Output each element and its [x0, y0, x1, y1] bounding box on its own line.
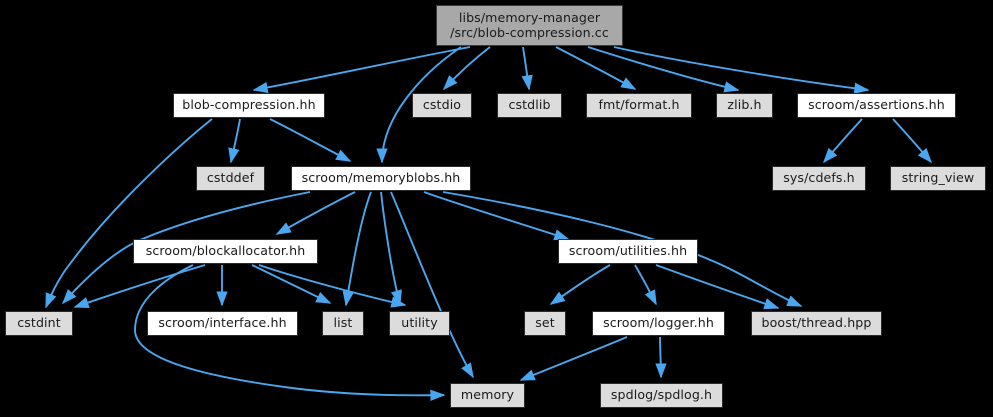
node-label-cstdlib: cstdlib — [508, 97, 551, 113]
edge-root-to-assertions — [613, 46, 870, 94]
edge-memoryblobs-to-blockallocator — [275, 191, 356, 235]
node-label-stringview: string_view — [901, 170, 975, 186]
node-list[interactable]: list — [322, 311, 364, 336]
edge-blockallocator-to-memory — [134, 264, 446, 402]
edge-blobcompression-to-cstdint — [45, 118, 213, 309]
edge-root-to-cstdlib — [521, 46, 533, 91]
edge-logger-to-spdlog — [655, 336, 667, 379]
node-label-set: set — [535, 315, 555, 331]
node-utilities[interactable]: scroom/utilities.hh — [558, 239, 698, 264]
edge-logger-to-memory — [519, 336, 628, 381]
edge-root-to-memoryblobs — [376, 46, 462, 164]
edge-blockallocator-to-list — [251, 264, 332, 304]
node-label-cstdio: cstdio — [422, 97, 462, 113]
node-interface[interactable]: scroom/interface.hh — [147, 311, 298, 336]
node-label-memoryblobs: scroom/memoryblobs.hh — [301, 170, 461, 186]
edge-utilities-to-logger — [634, 264, 657, 306]
node-label-boostthread: boost/thread.hpp — [761, 315, 872, 331]
edge-blockallocator-to-utility — [258, 264, 407, 308]
node-label-spdlog: spdlog/spdlog.h — [610, 387, 713, 403]
edge-assertions-to-syscdefs — [823, 118, 863, 164]
node-label-cstddef: cstddef — [206, 170, 255, 186]
node-zlib[interactable]: zlib.h — [716, 93, 773, 118]
edge-utilities-to-boostthread — [655, 264, 780, 310]
node-syscdefs[interactable]: sys/cdefs.h — [772, 166, 866, 191]
node-memory[interactable]: memory — [450, 383, 525, 408]
node-blobcompression[interactable]: blob-compression.hh — [173, 93, 325, 118]
edge-blobcompression-to-memoryblobs — [269, 118, 352, 162]
edge-memoryblobs-to-memory — [390, 191, 474, 379]
node-cstdio[interactable]: cstdio — [412, 93, 472, 118]
node-label-blobcompression: blob-compression.hh — [182, 97, 316, 113]
edge-blobcompression-to-cstddef — [228, 118, 241, 164]
node-logger[interactable]: scroom/logger.hh — [592, 311, 725, 336]
node-label-zlib: zlib.h — [727, 97, 762, 113]
node-blockallocator[interactable]: scroom/blockallocator.hh — [133, 239, 318, 264]
node-boostthread[interactable]: boost/thread.hpp — [751, 311, 882, 336]
node-spdlog[interactable]: spdlog/spdlog.h — [600, 383, 723, 408]
node-cstdint[interactable]: cstdint — [5, 311, 73, 336]
edge-root-to-zlib — [587, 46, 740, 93]
edge-memoryblobs-to-list — [342, 191, 372, 307]
edge-assertions-to-stringview — [892, 118, 932, 164]
edge-blockallocator-to-cstdint — [73, 264, 206, 308]
node-fmtformat[interactable]: fmt/format.h — [586, 93, 692, 118]
edge-memoryblobs-to-utilities — [423, 191, 570, 241]
node-utility[interactable]: utility — [389, 311, 450, 336]
node-cstddef[interactable]: cstddef — [196, 166, 265, 191]
node-assertions[interactable]: scroom/assertions.hh — [797, 93, 956, 118]
node-stringview[interactable]: string_view — [890, 166, 986, 191]
edge-memoryblobs-to-cstdint — [61, 191, 311, 305]
edges — [45, 46, 932, 402]
node-cstdlib[interactable]: cstdlib — [497, 93, 562, 118]
node-label-assertions: scroom/assertions.hh — [808, 97, 945, 113]
node-label-list: list — [333, 315, 353, 331]
node-label-cstdint: cstdint — [17, 315, 61, 331]
node-label-fmtformat: fmt/format.h — [598, 97, 680, 113]
edge-root-to-cstdio — [442, 46, 491, 91]
edge-root-to-fmtformat — [555, 46, 637, 90]
node-set[interactable]: set — [524, 311, 566, 336]
node-label-blockallocator: scroom/blockallocator.hh — [145, 243, 306, 259]
edge-memoryblobs-to-utility — [380, 191, 402, 306]
node-label-root: libs/memory-manager /src/blob-compressio… — [450, 9, 609, 40]
node-label-interface: scroom/interface.hh — [158, 315, 287, 331]
node-label-logger: scroom/logger.hh — [603, 315, 714, 331]
node-label-memory: memory — [460, 387, 515, 403]
edge-utilities-to-set — [549, 264, 611, 305]
edge-root-to-blobcompression — [252, 46, 471, 94]
node-root[interactable]: libs/memory-manager /src/blob-compressio… — [436, 5, 623, 46]
node-memoryblobs[interactable]: scroom/memoryblobs.hh — [291, 166, 471, 191]
node-label-utility: utility — [401, 315, 438, 331]
node-label-utilities: scroom/utilities.hh — [568, 243, 688, 259]
node-label-syscdefs: sys/cdefs.h — [783, 170, 855, 186]
